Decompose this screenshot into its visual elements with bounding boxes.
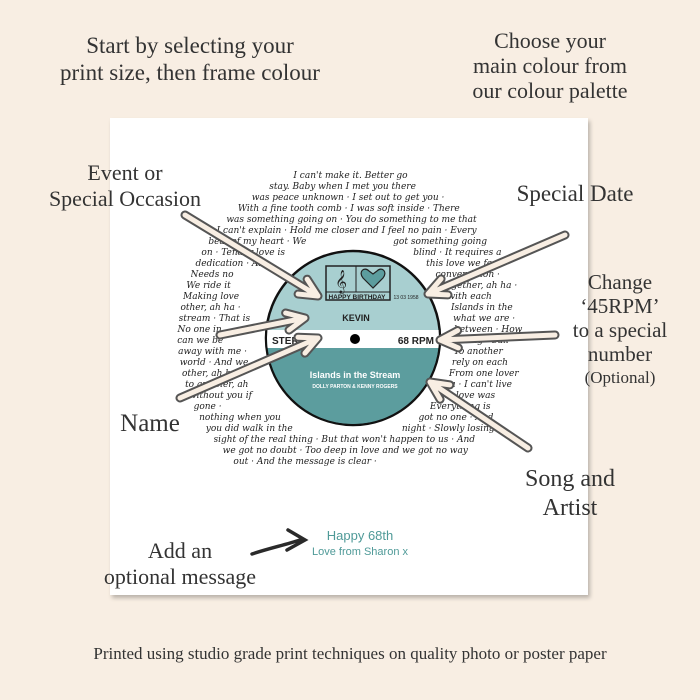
lyrics-line: blind · It requires a bbox=[413, 248, 502, 258]
lyrics-line: between · How bbox=[453, 325, 523, 335]
lyrics-line: this love we feel · bbox=[426, 259, 506, 269]
pointer-arrow-icon bbox=[182, 212, 321, 299]
lyrics-line: With a fine tooth comb · I was soft insi… bbox=[237, 204, 460, 214]
lyrics-line: ha · I can't live bbox=[444, 380, 512, 390]
footer-text: Printed using studio grade print techniq… bbox=[93, 644, 607, 663]
lyrics-line: No one in bbox=[177, 325, 222, 335]
lyrics-line: other, ah ha · bbox=[182, 369, 243, 379]
caption-song-artist: Song and Artist bbox=[525, 466, 615, 521]
lyrics-line: stay. Baby when I met you there bbox=[269, 182, 416, 192]
stereo-text: STEREO bbox=[272, 336, 313, 347]
lyrics-line: you did walk in the bbox=[205, 424, 293, 434]
lyrics-line: what we are · bbox=[453, 314, 516, 324]
date-text: 13 03 1958 bbox=[393, 295, 418, 301]
pointer-arrow-icon bbox=[427, 379, 531, 451]
message-line-1: Happy 68th bbox=[326, 528, 394, 543]
lyrics-line: rely on each bbox=[451, 358, 508, 368]
lyrics-line: with each bbox=[447, 292, 492, 302]
lyrics-line: From one lover bbox=[448, 369, 519, 379]
lyrics-line: got no one · And bbox=[418, 413, 494, 423]
lyrics-line: world · And we bbox=[179, 358, 249, 368]
treble-clef-icon: 𝄞 bbox=[335, 269, 347, 294]
lyrics-line: I can't explain · Hold me closer and I f… bbox=[216, 226, 477, 236]
caption-rpm: Change ‘45RPM’ to a special number (Opti… bbox=[572, 270, 668, 387]
lyrics-line: To another bbox=[453, 347, 503, 357]
pointer-arrow-icon bbox=[425, 232, 568, 298]
spindle-hole bbox=[350, 334, 360, 344]
caption-special-date: Special Date bbox=[516, 181, 634, 206]
pointer-arrow-icon bbox=[177, 334, 321, 401]
lyrics-line: beat of my heart · We bbox=[208, 237, 307, 247]
lyrics-line: Islands in the bbox=[450, 303, 513, 313]
lyrics-line: can we be bbox=[177, 336, 224, 346]
pointer-arrow-icon bbox=[217, 310, 308, 338]
caption-event: Event or Special Occasion bbox=[48, 160, 202, 211]
name-text: KEVIN bbox=[342, 313, 370, 323]
occasion-text: HAPPY BIRTHDAY bbox=[328, 294, 386, 301]
caption-colour: Choose your main colour from our colour … bbox=[472, 28, 628, 103]
lyrics-line: I can't make it. Better go bbox=[293, 171, 408, 181]
lyrics-line: away with me · bbox=[178, 347, 247, 357]
caption-name: Name bbox=[120, 410, 180, 437]
lyrics-line: the love was bbox=[438, 391, 496, 401]
lyrics-line: stream · That is bbox=[178, 314, 251, 324]
lyrics-line: Making love bbox=[183, 292, 240, 302]
artist-text: DOLLY PARTON & KENNY ROGERS bbox=[312, 384, 398, 390]
lyrics-line: together, ah ha · bbox=[442, 281, 518, 291]
lyrics-line: other, ah ha · bbox=[180, 303, 241, 313]
lyrics-line: Needs no bbox=[190, 270, 234, 280]
message-arrow-icon bbox=[250, 528, 309, 556]
lyrics-line: nothing when you bbox=[199, 413, 281, 423]
lyrics-line: without you if bbox=[188, 391, 252, 401]
lyrics-line: we got no doubt · Too deep in love and w… bbox=[222, 446, 468, 456]
rpm-text: 68 RPM bbox=[398, 336, 434, 347]
pointer-arrow-icon bbox=[437, 328, 558, 351]
lyrics-line: sight of the real thing · But that won't… bbox=[213, 435, 476, 445]
heart-icon bbox=[360, 268, 386, 289]
lyrics-line: gone · bbox=[193, 402, 222, 412]
caption-print-size: Start by selecting your print size, then… bbox=[60, 33, 320, 85]
lyrics-line: out · And the message is clear · bbox=[233, 457, 377, 467]
lyrics-line: dedication · All bbox=[195, 259, 265, 269]
caption-message: Add an optional message bbox=[103, 538, 257, 589]
lyrics-line: We ride it bbox=[186, 281, 231, 291]
message-line-2: Love from Sharon x bbox=[312, 546, 408, 558]
lyrics-line: was peace unknown · I set out to get you… bbox=[251, 193, 445, 203]
lyrics-line: night · Slowly losing bbox=[401, 424, 495, 434]
lyrics-line: was something going on · You do somethin… bbox=[226, 215, 477, 225]
lyrics-line: got something going bbox=[393, 237, 488, 247]
song-text: Islands in the Stream bbox=[310, 370, 401, 380]
